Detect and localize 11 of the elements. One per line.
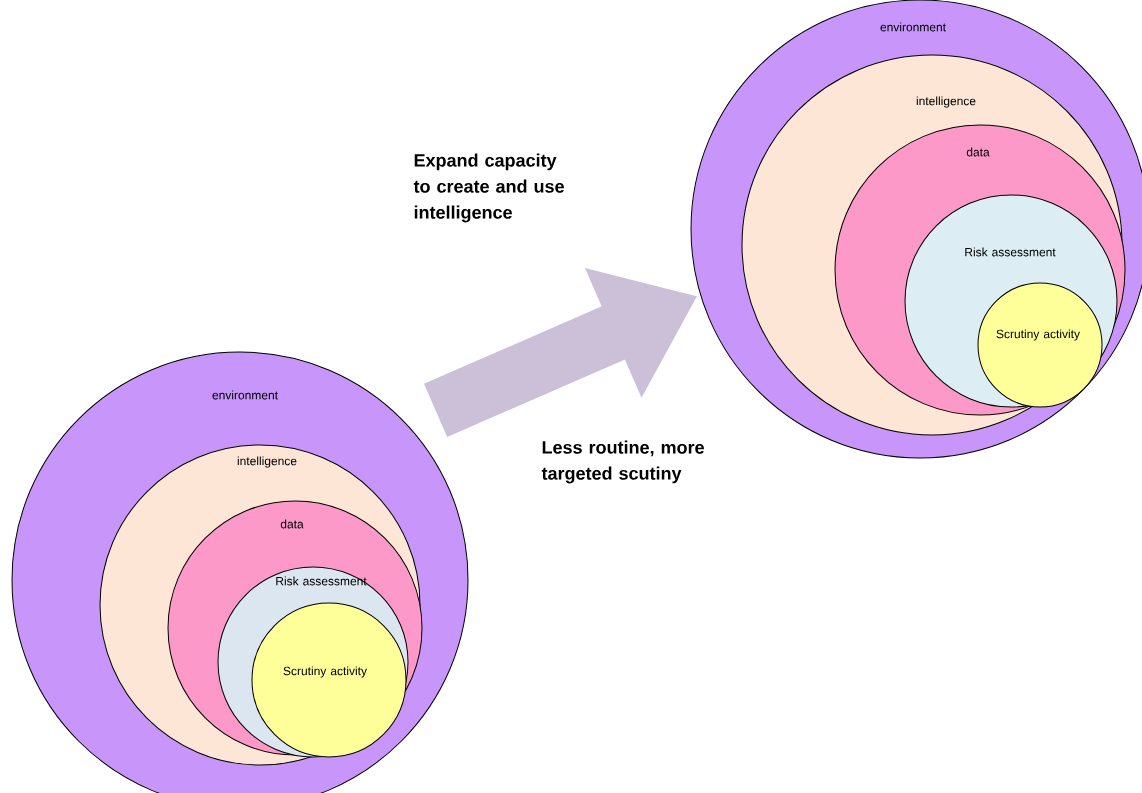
arrow-caption: Less routine, more targeted scutiny (541, 440, 704, 484)
arrow-caption: Expand capacity to create and use intelligence (413, 153, 564, 223)
circle-label: intelligence (237, 456, 297, 468)
circle-label: data (966, 147, 990, 157)
circle-label: data (280, 519, 304, 529)
circle-label: Risk assessment (965, 247, 1056, 257)
circle-label: environment (212, 390, 278, 400)
circle-label: Scrutiny activity (996, 329, 1080, 341)
circle-label: environment (880, 22, 946, 32)
circle-label: Scrutiny activity (283, 666, 367, 678)
circle-label: intelligence (916, 96, 976, 108)
